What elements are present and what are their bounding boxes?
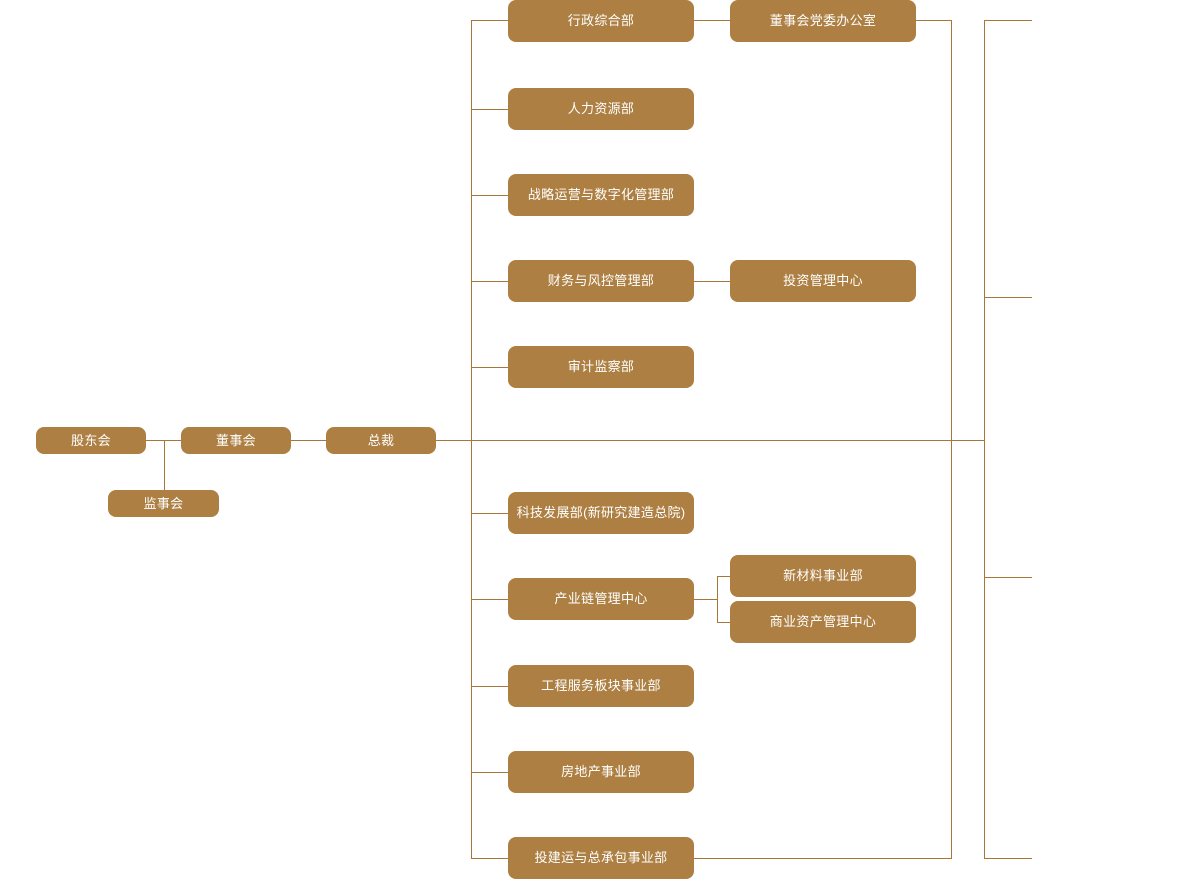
connector-party-out <box>916 20 952 21</box>
connector-stub-hr <box>471 109 508 110</box>
connector-right-branch-mid1 <box>984 297 1032 298</box>
node-finance-risk[interactable]: 财务与风控管理部 <box>508 260 694 302</box>
node-real-estate[interactable]: 房地产事业部 <box>508 751 694 793</box>
node-president[interactable]: 总裁 <box>326 427 436 454</box>
node-tech-dev[interactable]: 科技发展部(新研究建造总院) <box>508 492 694 534</box>
node-eng-service[interactable]: 工程服务板块事业部 <box>508 665 694 707</box>
connector-stub-eng <box>471 686 508 687</box>
connector-shareholders-to-board <box>146 440 181 441</box>
connector-stub-invest-build <box>471 858 508 859</box>
connector-supervisors-drop <box>164 440 165 490</box>
connector-right-outer-v <box>984 20 985 858</box>
connector-right-branch-top <box>984 20 1032 21</box>
connector-finance-to-investment <box>694 281 730 282</box>
node-party-office[interactable]: 董事会党委办公室 <box>730 0 916 42</box>
connector-board-to-president <box>291 440 326 441</box>
connector-stub-strategy <box>471 195 508 196</box>
node-audit[interactable]: 审计监察部 <box>508 346 694 388</box>
connector-right-inner-bottom <box>694 858 952 859</box>
node-invest-build-epc[interactable]: 投建运与总承包事业部 <box>508 837 694 879</box>
connector-supply-to-materials <box>717 576 731 577</box>
node-hr[interactable]: 人力资源部 <box>508 88 694 130</box>
connector-supply-out <box>694 599 717 600</box>
connector-right-inner-v <box>951 20 952 858</box>
node-strategy-digital[interactable]: 战略运营与数字化管理部 <box>508 174 694 216</box>
node-commercial-asset[interactable]: 商业资产管理中心 <box>730 601 916 643</box>
connector-right-branch-bottom <box>984 858 1032 859</box>
connector-left-spine-lower <box>471 440 472 858</box>
connector-stub-finance <box>471 281 508 282</box>
node-admin[interactable]: 行政综合部 <box>508 0 694 42</box>
node-supervisors[interactable]: 监事会 <box>108 490 219 517</box>
node-board[interactable]: 董事会 <box>181 427 291 454</box>
connector-stub-realestate <box>471 772 508 773</box>
connector-left-spine-upper <box>471 20 472 440</box>
node-supply-chain[interactable]: 产业链管理中心 <box>508 578 694 620</box>
connector-stub-supply <box>471 599 508 600</box>
node-shareholders[interactable]: 股东会 <box>36 427 146 454</box>
connector-stub-tech <box>471 513 508 514</box>
connector-supply-branch-v <box>717 576 718 623</box>
node-investment[interactable]: 投资管理中心 <box>730 260 916 302</box>
connector-admin-to-party <box>694 20 730 21</box>
node-new-materials[interactable]: 新材料事业部 <box>730 555 916 597</box>
connector-supply-to-commercial <box>717 622 731 623</box>
connector-stub-audit <box>471 367 508 368</box>
connector-president-to-spine <box>436 440 984 441</box>
connector-stub-admin <box>471 20 508 21</box>
connector-right-branch-mid2 <box>984 577 1032 578</box>
